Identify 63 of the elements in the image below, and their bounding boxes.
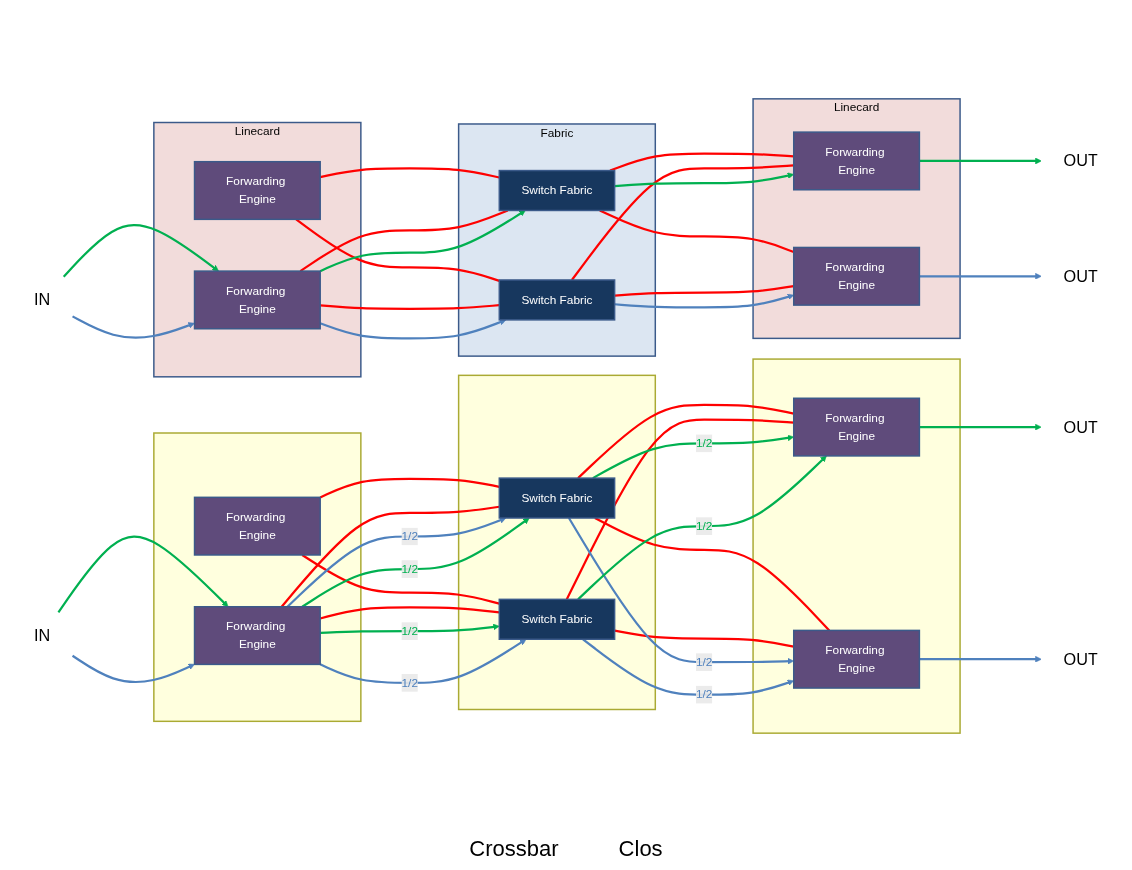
edge-label: 1/2: [695, 436, 713, 450]
node-text: IN: [34, 290, 51, 310]
arrow: [577, 455, 827, 601]
node-text: OUT: [1063, 649, 1098, 669]
arrow: [919, 423, 1042, 431]
arrow: [72, 315, 195, 339]
arrow: [319, 210, 526, 273]
connector: [594, 517, 831, 632]
arrow: [286, 517, 507, 608]
arrow: [582, 638, 794, 696]
node-text: OUT: [1063, 151, 1098, 171]
connector: [320, 304, 500, 310]
diagram-caption: Crossbar: [469, 836, 559, 862]
edge-label: 1/2: [401, 624, 418, 638]
connector: [614, 629, 794, 648]
node-box: Switch Fabric: [498, 598, 616, 640]
connector: [571, 164, 794, 281]
arrow: [614, 172, 794, 188]
node-box: Switch Fabric: [498, 169, 616, 212]
cluster: [752, 358, 961, 734]
arrow: [320, 623, 500, 634]
node-box: Forwarding Engine: [793, 246, 921, 306]
connector: [280, 505, 500, 608]
node-box: Forwarding Engine: [193, 160, 321, 221]
connector: [301, 554, 500, 605]
node-box: Forwarding Engine: [793, 131, 921, 191]
node-box: Switch Fabric: [498, 477, 616, 519]
node-text: IN: [34, 626, 51, 645]
edge-label: 1/2: [401, 676, 418, 689]
cluster: [153, 432, 362, 723]
edge-label: 1/2: [695, 519, 713, 533]
edge-label: 1/2: [695, 655, 713, 669]
arrow: [57, 535, 229, 613]
node-text: OUT: [1063, 417, 1098, 437]
arrow: [919, 273, 1042, 280]
edge-label: 1/2: [401, 529, 418, 543]
arrow: [567, 517, 794, 665]
connector: [319, 477, 500, 499]
edge-label: 1/2: [695, 688, 713, 701]
arrow: [614, 293, 794, 309]
connector: [614, 285, 794, 297]
node-box: Forwarding Engine: [193, 496, 321, 556]
arrow: [592, 434, 794, 480]
node-box: Forwarding Engine: [193, 606, 321, 666]
connector: [609, 152, 794, 172]
arrow: [71, 654, 195, 684]
connector: [295, 218, 500, 282]
node-box: Forwarding Engine: [793, 629, 921, 689]
diagram-caption: Clos: [618, 836, 663, 862]
arrow: [62, 224, 219, 278]
node-text: OUT: [1063, 267, 1098, 286]
connector: [577, 403, 794, 479]
edge-label: 1/2: [401, 562, 418, 575]
connector: [299, 209, 509, 273]
arrow: [301, 517, 530, 608]
arrow: [919, 157, 1042, 165]
connector: [565, 418, 794, 600]
cluster: [457, 374, 657, 711]
arrow: [919, 655, 1042, 663]
arrow: [319, 638, 527, 684]
node-box: Forwarding Engine: [793, 397, 921, 457]
node-box: Forwarding Engine: [193, 270, 321, 330]
node-box: Switch Fabric: [498, 279, 616, 321]
